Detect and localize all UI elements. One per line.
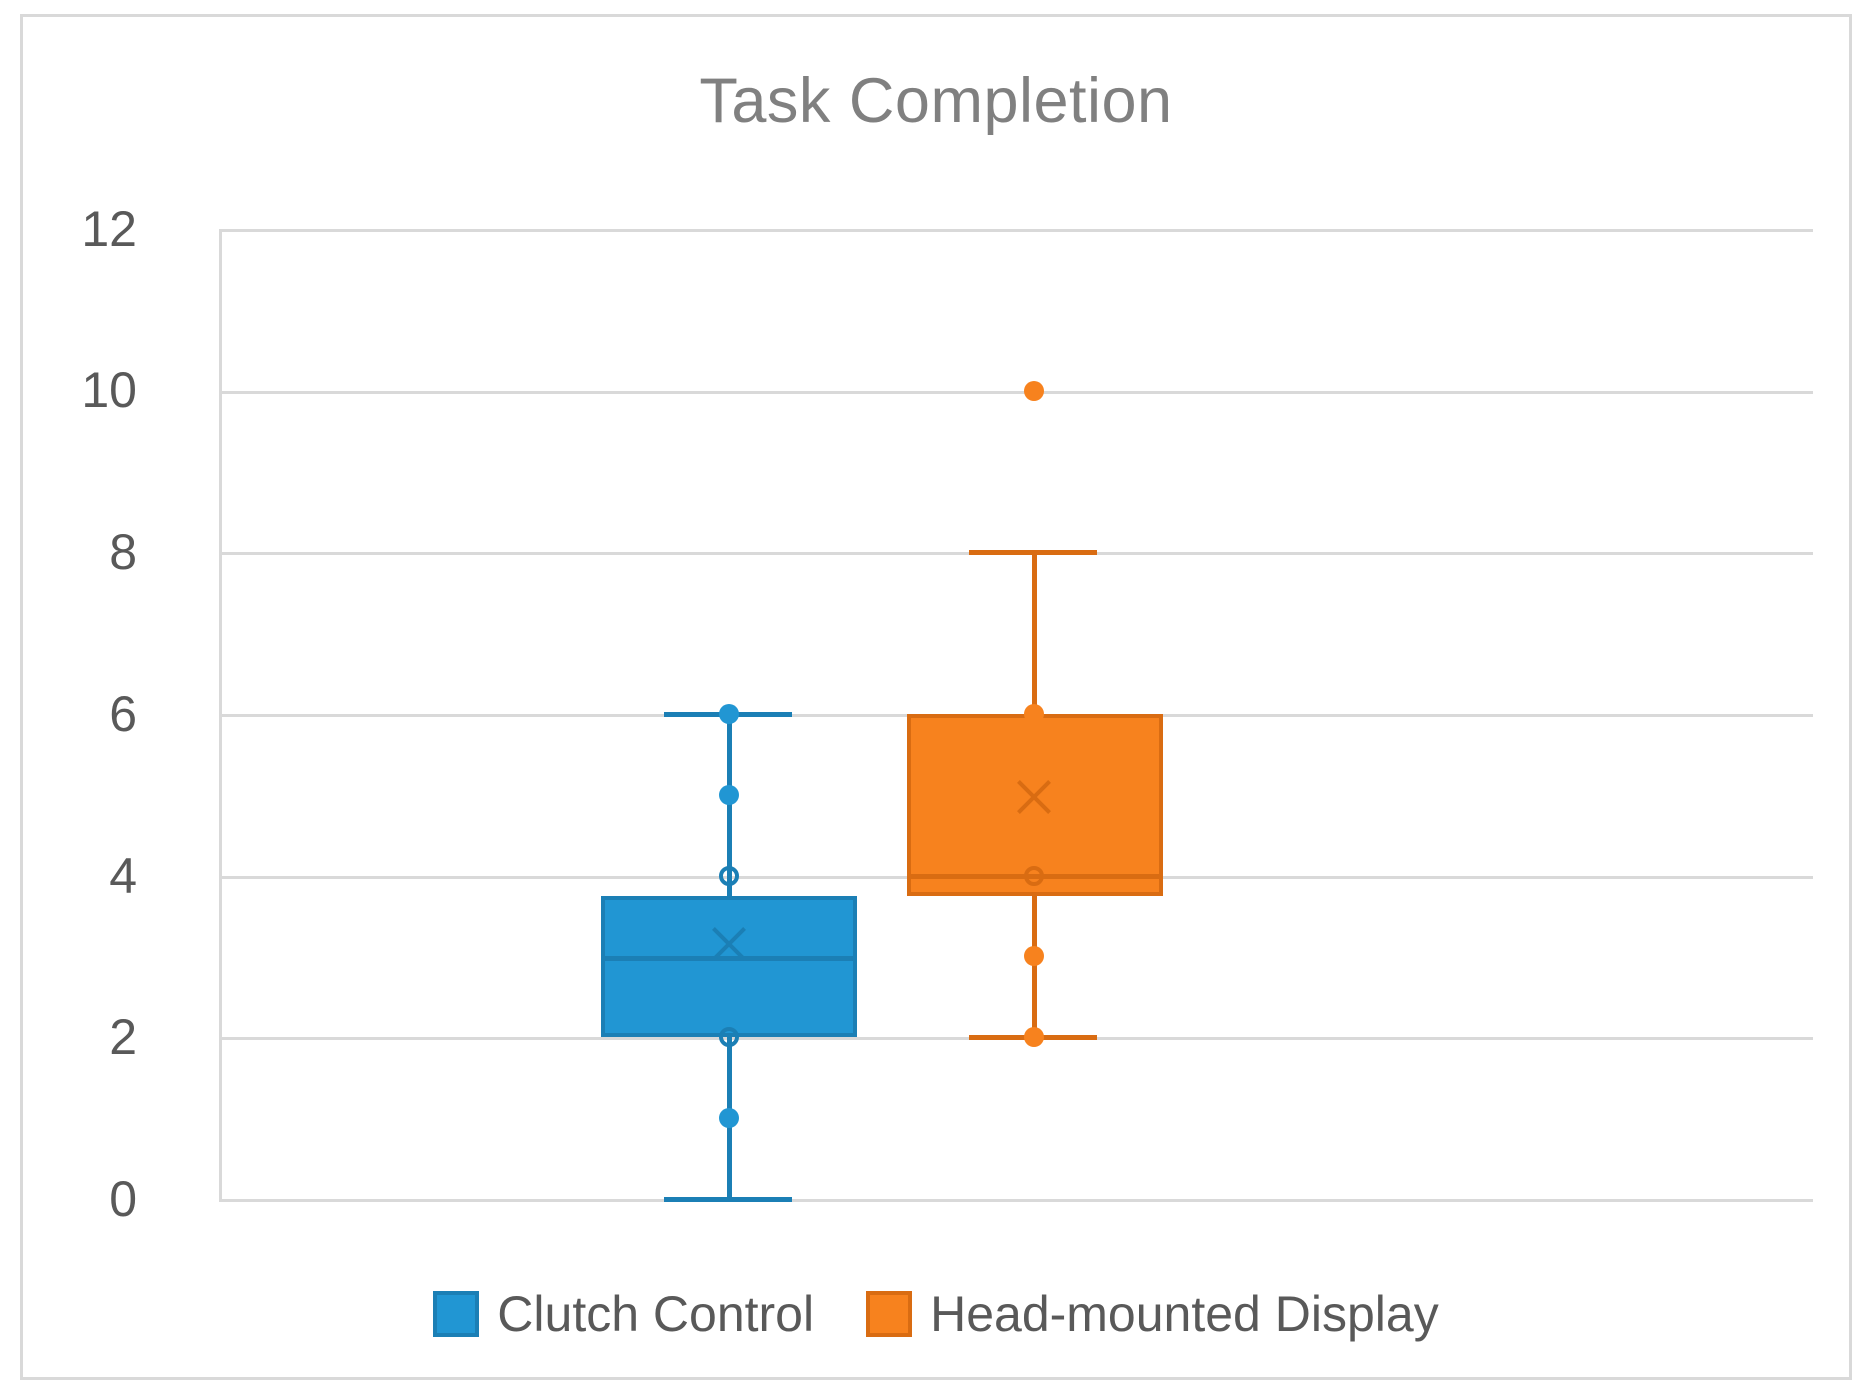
- y-tick-label-8: 8: [109, 524, 137, 580]
- outlier-point-10: [1024, 381, 1044, 401]
- legend-label-clutch-control: Clutch Control: [497, 1286, 815, 1342]
- data-point-4: [1024, 866, 1044, 886]
- gridline-12: [219, 229, 1813, 232]
- legend-item-clutch-control[interactable]: Clutch Control: [433, 1285, 814, 1343]
- y-tick-label-4: 4: [109, 848, 137, 904]
- box-iqr[interactable]: [601, 896, 857, 1037]
- legend-swatch-icon-head-mounted-display: [866, 1291, 913, 1337]
- data-point-3: [1024, 946, 1044, 966]
- legend-label-head-mounted-display: Head-mounted Display: [930, 1286, 1439, 1342]
- legend-swatch-icon-clutch-control: [433, 1291, 480, 1337]
- plot-area: [219, 229, 1813, 1202]
- legend-item-head-mounted-display[interactable]: Head-mounted Display: [866, 1285, 1439, 1343]
- upper-whisker-cap: [969, 550, 1097, 555]
- gridline-10: [219, 391, 1813, 394]
- data-point-2: [719, 1027, 739, 1047]
- y-tick-label-12: 12: [81, 201, 137, 257]
- upper-whisker-line: [1032, 552, 1037, 716]
- upper-whisker-line: [727, 714, 732, 896]
- chart-frame: Task Completion 12 10 8 6 4 2 0: [20, 14, 1852, 1380]
- gridline-0: [219, 1199, 1813, 1202]
- lower-whisker-line: [1032, 896, 1037, 1039]
- data-point-6: [719, 704, 739, 724]
- chart-legend: Clutch Control Head-mounted Display: [23, 1285, 1849, 1343]
- data-point-2: [1024, 1027, 1044, 1047]
- box-iqr[interactable]: [907, 714, 1163, 896]
- y-tick-label-2: 2: [109, 1009, 137, 1065]
- y-tick-label-6: 6: [109, 686, 137, 742]
- data-point-6: [1024, 704, 1044, 724]
- data-point-5: [719, 785, 739, 805]
- mean-marker-x: [1012, 773, 1056, 817]
- mean-marker-x: [707, 920, 751, 964]
- data-point-1: [719, 1108, 739, 1128]
- chart-title: Task Completion: [699, 66, 1173, 136]
- data-point-4: [719, 866, 739, 886]
- y-tick-label-10: 10: [81, 362, 137, 418]
- lower-whisker-cap: [664, 1197, 792, 1202]
- y-tick-label-0: 0: [109, 1171, 137, 1227]
- median-line: [601, 956, 857, 961]
